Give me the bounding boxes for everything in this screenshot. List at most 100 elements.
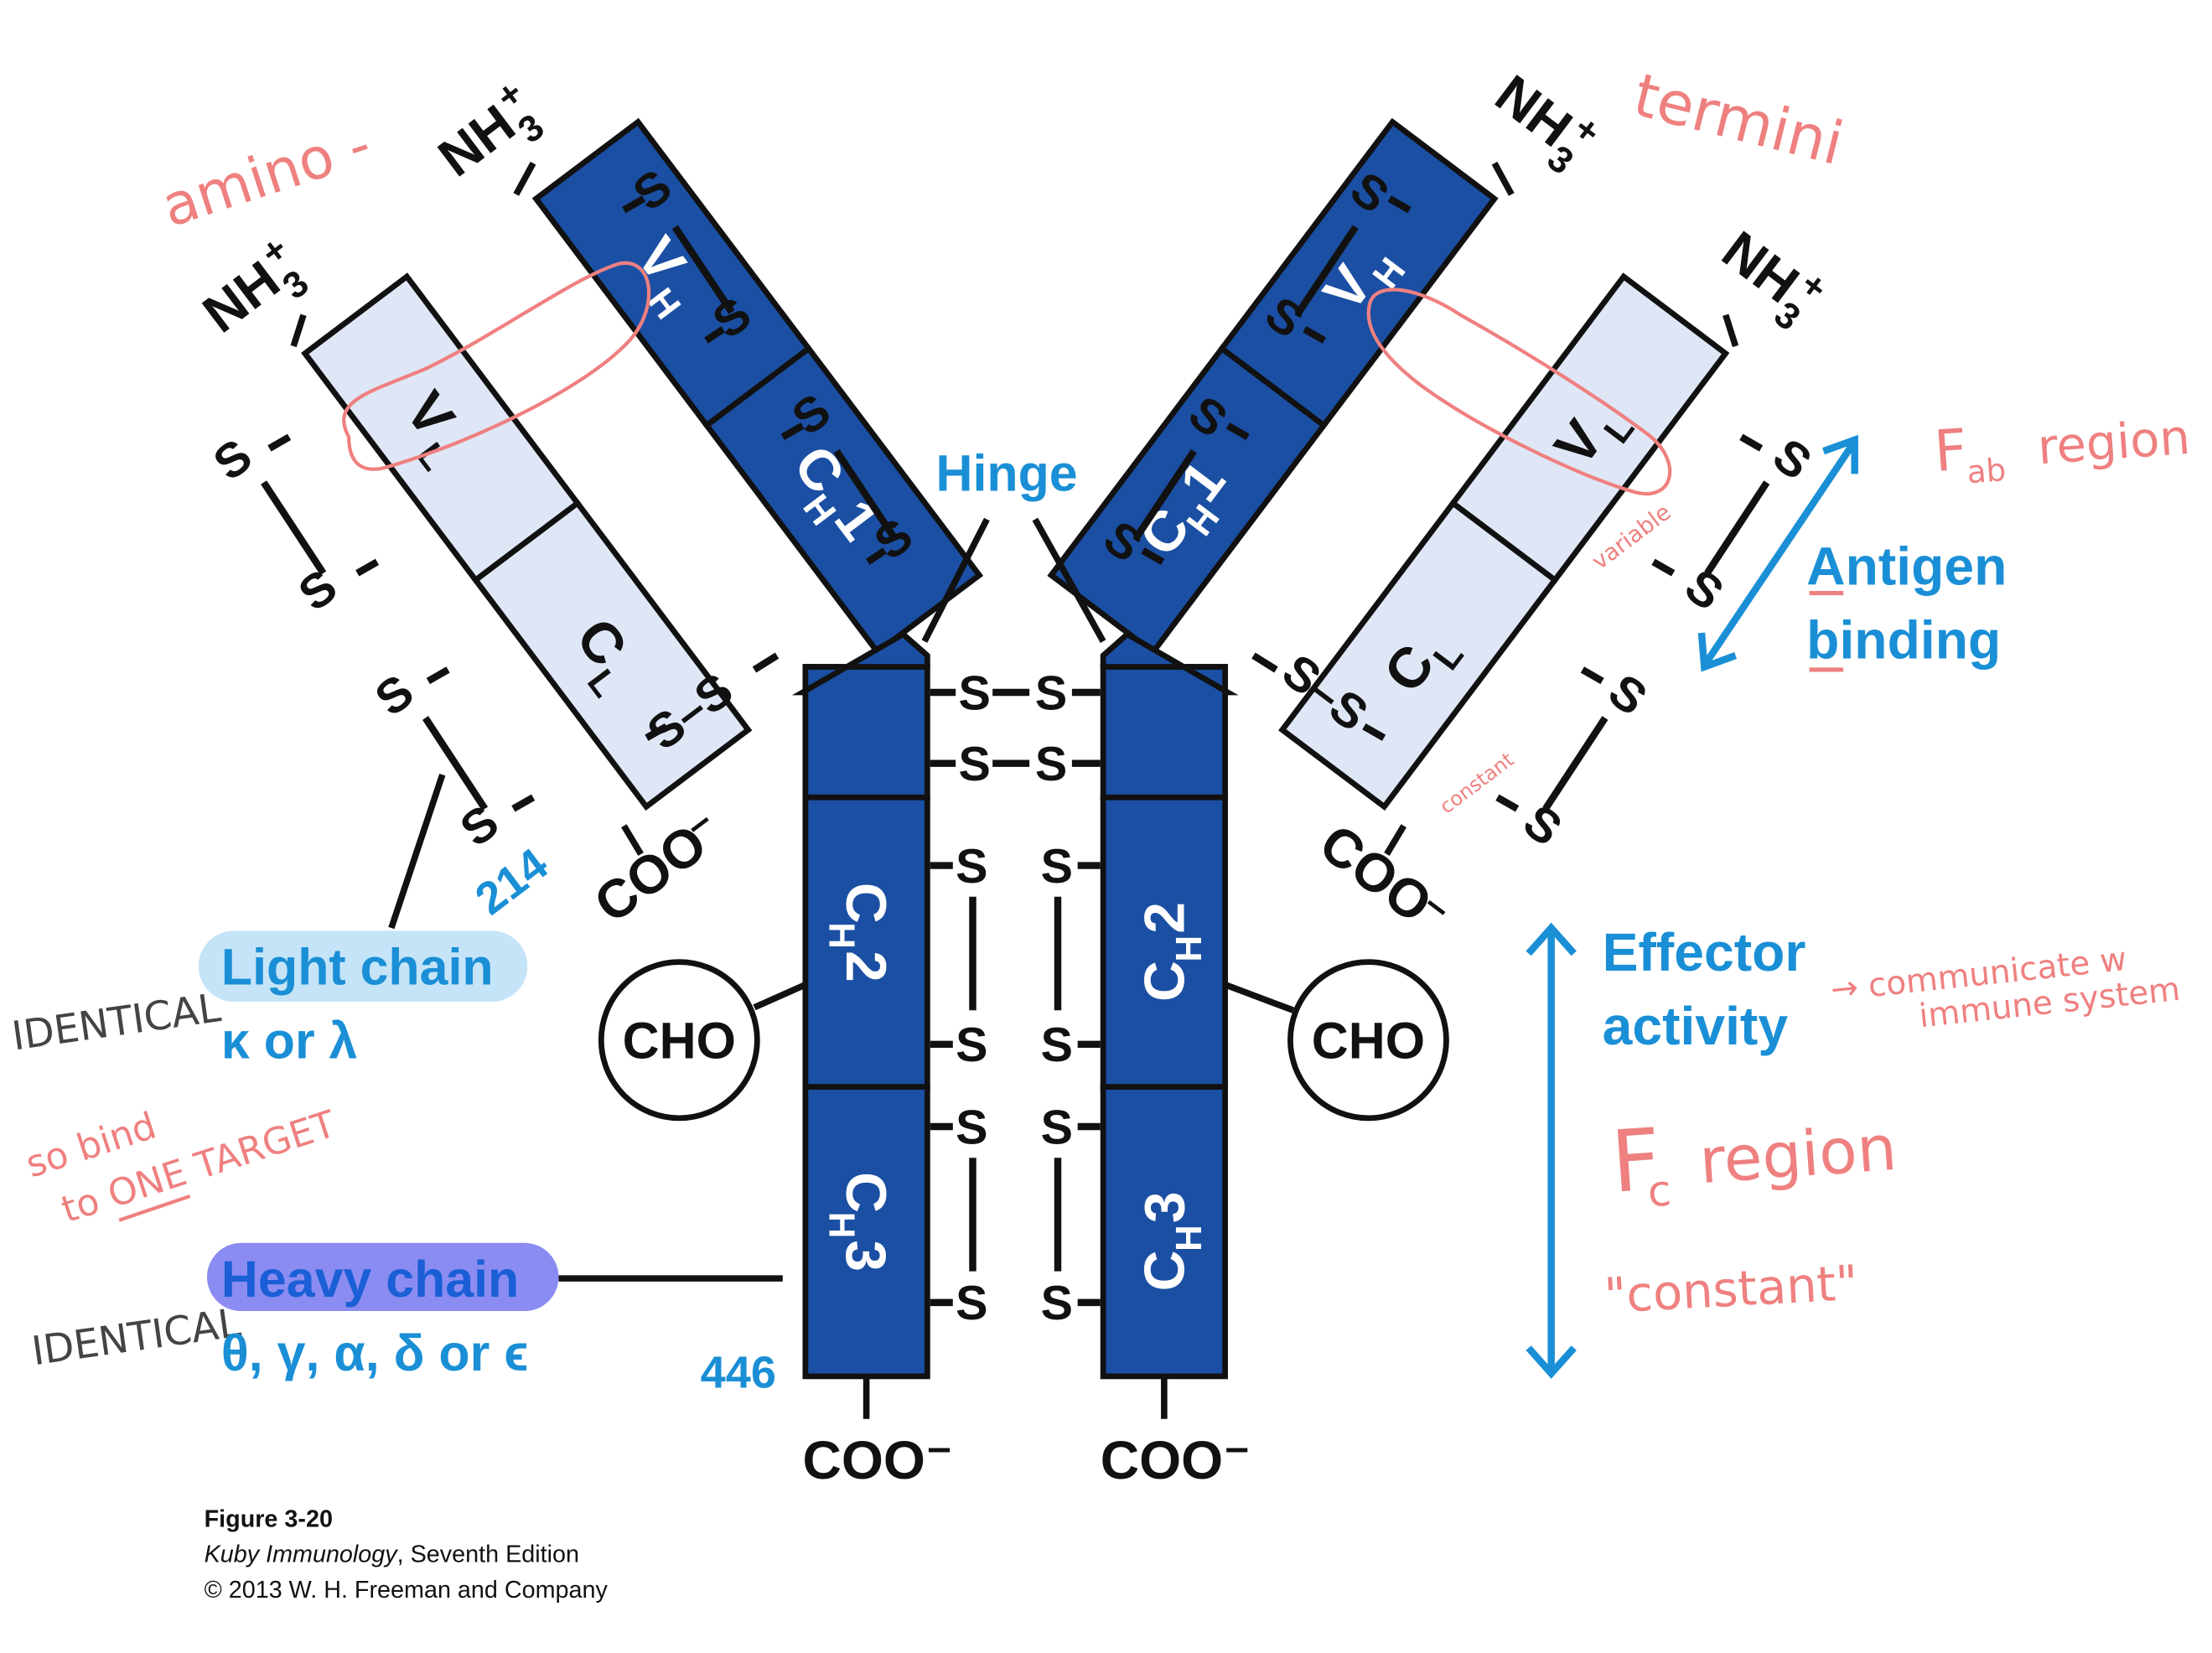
svg-text:S: S — [959, 738, 991, 791]
svg-text:C: C — [1134, 961, 1197, 1002]
svg-text:H: H — [821, 922, 863, 949]
antigen-binding-group: Antigen binding — [1697, 434, 2007, 672]
coo-left: COO — [802, 1430, 925, 1490]
svg-text:S: S — [1041, 840, 1073, 894]
antigen-binding-label-2: binding — [1806, 609, 2001, 670]
right-cl-disulfide: S S — [1495, 664, 1656, 857]
residue-446: 446 — [701, 1347, 776, 1397]
right-variable-loop — [1366, 288, 1672, 496]
svg-text:3: 3 — [834, 1240, 897, 1272]
left-light-coo: COO – — [583, 798, 721, 934]
light-chain-label-group: Light chain κ or λ — [198, 930, 528, 1070]
svg-text:S: S — [1041, 1277, 1073, 1330]
left-light-arm: V L C L — [301, 272, 753, 811]
right-ch1-domain — [1047, 345, 1329, 656]
svg-text:–: – — [1225, 1422, 1249, 1470]
right-light-coo: COO – — [1308, 812, 1459, 935]
svg-text:S: S — [1763, 428, 1821, 490]
annotation-fc-sub: c — [1646, 1165, 1673, 1216]
right-light-nh3: NH 3 + — [1712, 220, 1835, 339]
right-ch3-label: C H 3 — [1134, 1191, 1210, 1291]
hinge-label: Hinge — [936, 445, 1078, 502]
hinge: Hinge — [921, 445, 1106, 643]
annotation-fc-region: F c region — [1608, 1110, 1899, 1216]
left-elbow — [791, 630, 930, 696]
effector-label-1: Effector — [1603, 922, 1806, 982]
svg-text:C: C — [834, 883, 897, 924]
underline-one — [118, 1194, 191, 1222]
right-light-arm: V L C L — [1278, 272, 1730, 811]
svg-text:C: C — [1134, 1250, 1197, 1291]
annotation-communicate: → communicate w immune system — [1829, 940, 2182, 1035]
right-ch2-label: C H 2 — [1134, 902, 1210, 1002]
annotation-fab-rest: region — [2036, 409, 2192, 476]
stem-disulfides: S S S S S S S S — [930, 840, 1101, 1330]
annotation-fc-rest: region — [1697, 1112, 1899, 1198]
left-cl-disulfide: S S — [365, 665, 536, 858]
effector-activity-group: Effector activity — [1526, 922, 1806, 1379]
right-cl-domain — [1278, 499, 1559, 811]
svg-text:S: S — [1035, 738, 1067, 791]
light-chain-label: Light chain — [221, 939, 494, 996]
svg-text:2: 2 — [834, 951, 897, 982]
svg-text:S: S — [956, 1277, 987, 1330]
hinge-pointer-left — [921, 517, 990, 643]
svg-text:S: S — [956, 1101, 987, 1154]
right-light-n-tick — [1722, 314, 1739, 348]
svg-text:S: S — [1675, 559, 1733, 621]
left-cl-domain — [471, 499, 753, 811]
stem-c-termini: COO – COO – 446 — [701, 1347, 1249, 1490]
svg-text:–: – — [927, 1422, 951, 1470]
right-elbow — [1100, 630, 1239, 696]
heavy-chain-label: Heavy chain — [221, 1251, 519, 1308]
figure-caption: Figure 3-20 Kuby Immunology, Seventh Edi… — [205, 1505, 609, 1604]
light-chain-types: κ or λ — [221, 1013, 358, 1070]
svg-text:S: S — [1041, 1018, 1073, 1072]
caption-copyright: © 2013 W. H. Freeman and Company — [205, 1577, 609, 1604]
right-light-c-tick — [1384, 824, 1407, 856]
annotation-termini: termini — [1627, 60, 1850, 179]
caption-book-line: Kuby Immunology, Seventh Edition — [205, 1542, 579, 1568]
left-light-n-tick — [290, 314, 307, 348]
left-hinge-segment — [802, 664, 930, 801]
caption-figure: Figure 3-20 — [205, 1505, 333, 1532]
left-light-c-tick — [621, 824, 644, 856]
hinge-disulfides: S S S S — [930, 666, 1101, 791]
right-fab-arm: V H C H 1 V L C L NH 3 — [1047, 64, 1835, 935]
annotation-so-bind: so bind to ONE TARGET — [21, 1103, 341, 1232]
heavy-chain-highlight — [206, 1242, 559, 1312]
left-ch3-label: C H 3 — [821, 1172, 897, 1272]
cho-circle-right — [1287, 959, 1449, 1122]
coo-right: COO — [1101, 1430, 1223, 1490]
annotation-fc-f: F — [1608, 1110, 1664, 1212]
right-hinge-segment — [1100, 664, 1228, 801]
svg-text:S: S — [1598, 664, 1656, 726]
annotation-fab-region: F ab region — [1932, 409, 2192, 490]
carbohydrate-right: CHO — [1224, 959, 1449, 1122]
svg-text:H: H — [1168, 1225, 1210, 1251]
left-variable-loop — [342, 261, 651, 471]
left-heavy-n-tick — [513, 161, 536, 196]
annotation-identical-light: IDENTICAL — [9, 985, 224, 1060]
hinge-pointer-right — [1032, 517, 1106, 643]
svg-text:S: S — [1035, 666, 1067, 720]
annotation-fab-sub: ab — [1966, 451, 2007, 490]
left-ch3-domain — [802, 1084, 930, 1380]
svg-text:H: H — [1168, 935, 1210, 962]
svg-text:C: C — [834, 1172, 897, 1213]
left-heavy-arm: V H C H 1 — [531, 117, 984, 656]
cho-circle-left — [598, 959, 760, 1122]
antigen-binding-label-1: Antigen — [1806, 536, 2007, 596]
svg-text:S: S — [956, 840, 987, 894]
annotation-identical-heavy: IDENTICAL — [29, 1300, 244, 1375]
svg-text:S: S — [1041, 1101, 1073, 1154]
left-heavy-nh3: NH 3 + — [427, 72, 552, 189]
svg-text:S: S — [959, 666, 991, 720]
left-ch2-domain — [802, 794, 930, 1090]
carbohydrate-left: CHO — [598, 959, 807, 1122]
left-ch2-label: C H 2 — [821, 883, 897, 982]
antigen-binding-arrow — [1704, 443, 1855, 664]
svg-text:3: 3 — [1134, 1191, 1197, 1223]
cho-label-right: CHO — [1312, 1013, 1425, 1070]
